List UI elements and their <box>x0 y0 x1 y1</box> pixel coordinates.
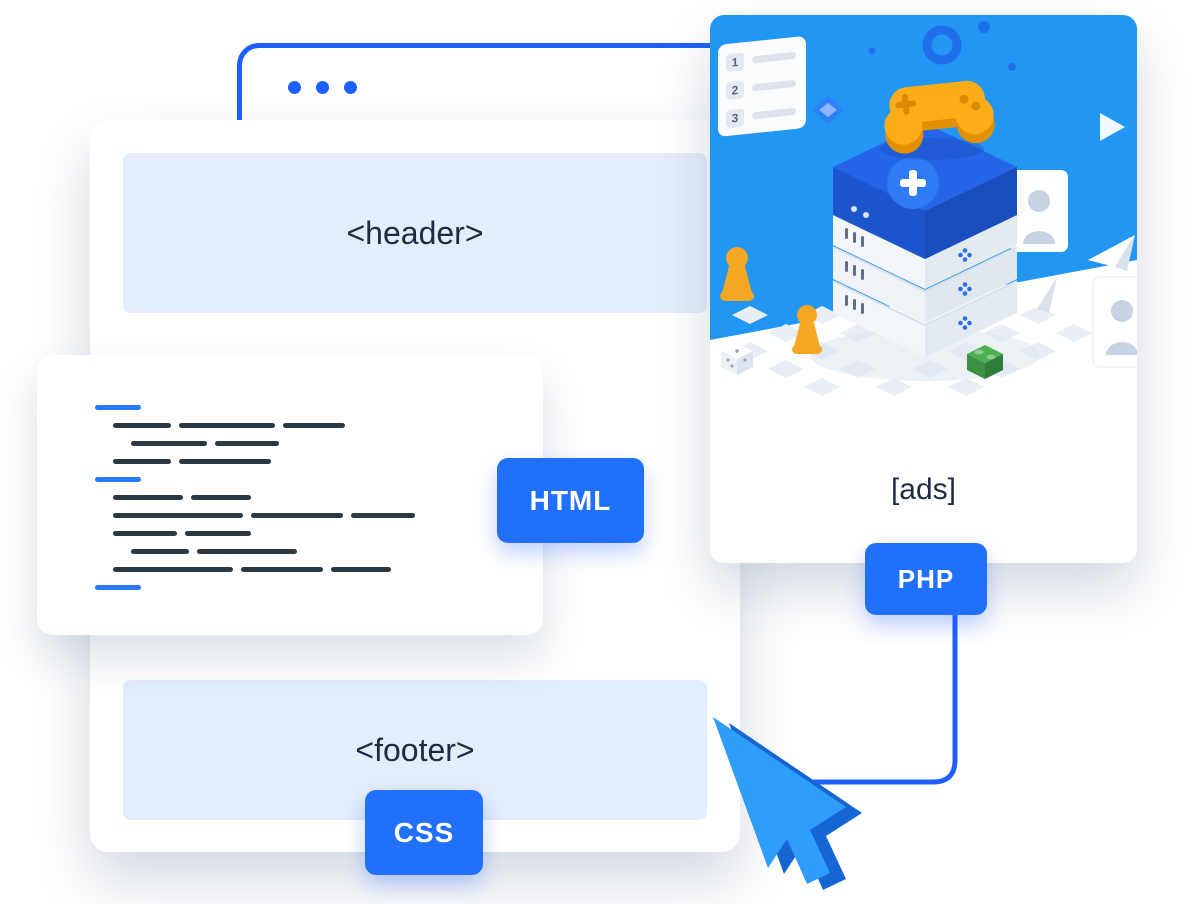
game-controller-icon <box>884 80 995 154</box>
header-block: <header> <box>123 153 707 313</box>
paper-plane-icon <box>1088 235 1135 271</box>
server-stack <box>832 215 1018 357</box>
play-triangle-icon <box>1100 113 1125 141</box>
coin-icon <box>1008 63 1016 71</box>
gem-icon <box>812 96 844 124</box>
code-snippet-card <box>37 355 543 635</box>
profile-card <box>1010 170 1068 252</box>
paper-plane-icon <box>1010 277 1057 313</box>
server-vents <box>845 228 864 314</box>
green-brick-icon <box>967 345 1003 379</box>
coin-icon <box>868 47 876 55</box>
window-dot <box>316 81 329 94</box>
chess-pawn-icon <box>792 305 822 354</box>
numbered-list-card: 1 2 3 <box>718 36 806 137</box>
code-lines <box>95 405 503 603</box>
window-dot <box>288 81 301 94</box>
window-controls <box>288 81 357 94</box>
ads-panel: 1 2 3 <box>710 15 1137 563</box>
css-badge: CSS <box>365 790 483 875</box>
dice-icon <box>721 343 753 375</box>
coin-icon <box>978 21 990 33</box>
html-badge: HTML <box>497 458 644 543</box>
ads-label: [ads] <box>890 473 957 506</box>
window-dot <box>344 81 357 94</box>
header-label: <header> <box>346 214 484 251</box>
list-number: 3 <box>732 111 739 126</box>
cursor-pointer-icon <box>713 717 862 890</box>
server-leds <box>958 248 972 330</box>
coin-ring-icon <box>922 25 962 65</box>
plus-icon <box>887 157 939 209</box>
php-connector-line <box>797 612 958 785</box>
footer-label: <footer> <box>355 731 475 768</box>
chess-pawn-icon <box>720 247 754 301</box>
list-number: 2 <box>732 83 739 98</box>
list-number: 1 <box>732 55 739 70</box>
php-badge: PHP <box>865 543 987 615</box>
ads-illustration: 1 2 3 <box>710 15 1137 396</box>
profile-card <box>1092 276 1137 368</box>
